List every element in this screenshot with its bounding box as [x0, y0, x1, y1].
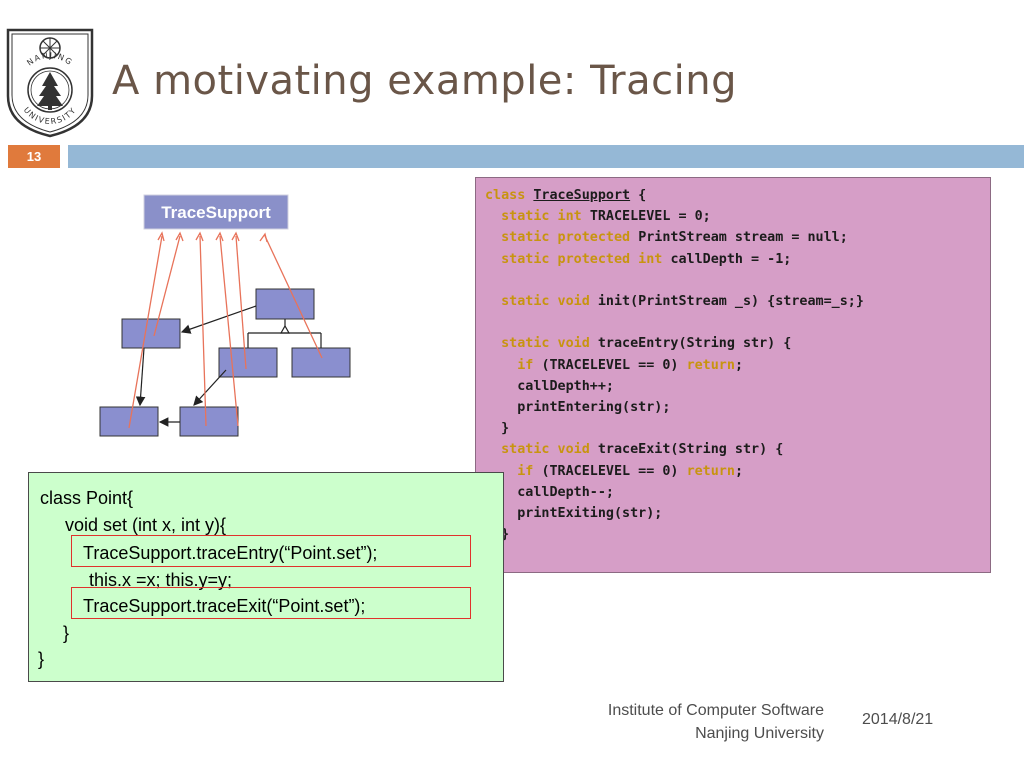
code-token: init(PrintStream _s) {stream=_s;}	[597, 294, 864, 310]
code-line-assign: this.x =x; this.y=y;	[89, 570, 233, 590]
code-line: }	[485, 527, 509, 542]
trace-support-code: class TraceSupport { static int TRACELEV…	[475, 177, 991, 573]
class-box-a	[255, 288, 315, 320]
code-token: static int	[501, 209, 590, 225]
title-band	[68, 145, 1024, 168]
code-line: static protected int callDepth = -1;	[485, 252, 791, 267]
code-line-close-class: }	[38, 649, 45, 669]
code-line: if (TRACELEVEL == 0) return;	[485, 358, 743, 373]
trace-support-box	[143, 194, 289, 230]
code-line: if (TRACELEVEL == 0) return;	[485, 464, 743, 479]
code-token	[485, 230, 501, 245]
code-line-trace-exit: TraceSupport.traceExit(“Point.set”);	[83, 596, 366, 616]
code-token: PrintStream stream = null;	[638, 230, 848, 246]
code-line-close-method: }	[63, 623, 70, 643]
code-token: static void	[501, 442, 598, 458]
logo-year: 1902	[42, 99, 57, 106]
code-token: static protected int	[501, 251, 671, 267]
class-box-b	[121, 318, 181, 349]
slide-title: A motivating example: Tracing	[112, 58, 737, 104]
trace-entry-highlight	[71, 535, 471, 567]
trace-support-label: TraceSupport	[161, 203, 271, 222]
code-token	[485, 442, 501, 457]
code-token: class	[485, 188, 534, 203]
trace-support-code-text: class TraceSupport { static int TRACELEV…	[485, 185, 864, 567]
code-line: static void init(PrintStream _s) {stream…	[485, 294, 864, 309]
code-line: static void traceExit(String str) {	[485, 442, 783, 457]
code-token: }	[485, 421, 510, 437]
code-token: traceExit(String str) {	[597, 442, 784, 458]
code-line-trace-entry: TraceSupport.traceEntry(“Point.set”);	[83, 543, 378, 563]
footer-institute: Institute of Computer Software Nanjing U…	[608, 699, 824, 745]
trace-exit-highlight	[71, 587, 471, 619]
code-token: static protected	[501, 230, 639, 246]
footer-institute-line1: Institute of Computer Software	[607, 702, 824, 719]
code-token: ;	[734, 463, 743, 479]
code-token: printExiting(str);	[485, 506, 663, 522]
code-token: (TRACELEVEL == 0)	[541, 357, 687, 373]
code-token: if	[517, 357, 542, 373]
class-box-c	[218, 347, 278, 378]
code-line: static int TRACELEVEL = 0;	[485, 209, 711, 224]
code-token	[485, 209, 501, 224]
code-token: return	[686, 357, 735, 373]
code-token: callDepth++;	[485, 378, 614, 394]
code-token: callDepth--;	[485, 484, 614, 500]
code-token: if	[517, 463, 542, 479]
code-line: callDepth--;	[485, 485, 614, 500]
code-line-class: class Point{	[40, 488, 134, 508]
code-line: printEntering(str);	[485, 400, 670, 415]
code-token: printEntering(str);	[485, 400, 671, 416]
slide-number: 13	[8, 145, 60, 168]
code-token: (TRACELEVEL == 0)	[541, 463, 687, 479]
class-box-f	[179, 406, 239, 437]
code-token: }	[501, 527, 510, 543]
code-token: traceEntry(String str) {	[597, 336, 792, 352]
code-line: printExiting(str);	[485, 506, 662, 521]
code-line-method: void set (int x, int y){	[65, 515, 227, 535]
code-token	[485, 252, 501, 267]
code-token: {	[630, 188, 647, 203]
code-token: static void	[501, 336, 598, 352]
code-line: class TraceSupport {	[485, 188, 646, 203]
code-token: ;	[734, 357, 743, 373]
point-class-code: class Point{ void set (int x, int y){ Tr…	[28, 472, 504, 682]
footer-date: 2014/8/21	[862, 711, 934, 728]
class-box-e	[99, 406, 159, 437]
code-token: static void	[501, 294, 598, 310]
code-token	[485, 294, 501, 309]
code-token: TRACELEVEL = 0;	[589, 209, 711, 225]
class-relations	[135, 305, 322, 427]
class-box-d	[291, 347, 351, 378]
footer-institute-line2: Nanjing University	[695, 725, 824, 742]
code-token: callDepth = -1;	[670, 251, 792, 267]
code-line: static protected PrintStream stream = nu…	[485, 230, 848, 245]
trace-call-lines	[128, 231, 323, 429]
class-diagram: TraceSupport	[99, 194, 351, 437]
code-line: static void traceEntry(String str) {	[485, 336, 791, 351]
university-logo: NANJING UNIVERSITY 1902	[6, 28, 94, 138]
code-token: return	[686, 463, 735, 479]
code-line: }	[485, 421, 509, 436]
code-token	[485, 336, 501, 351]
code-token: TraceSupport	[533, 188, 631, 203]
code-token	[485, 358, 517, 373]
code-line: callDepth++;	[485, 379, 614, 394]
